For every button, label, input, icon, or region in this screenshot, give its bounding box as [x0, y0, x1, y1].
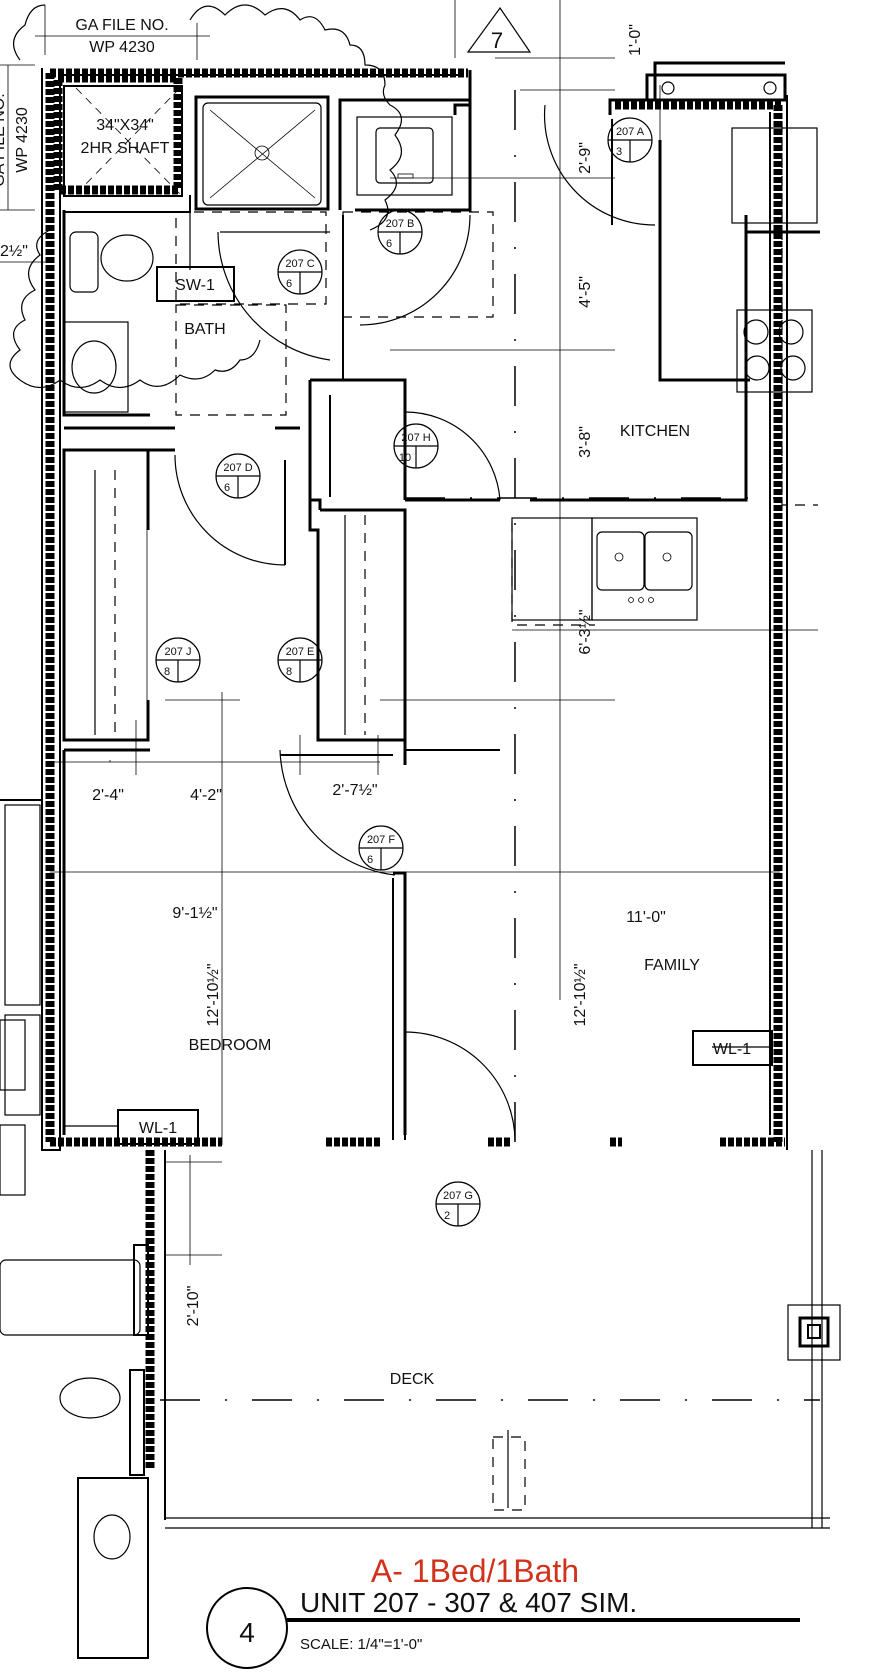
door-tag[interactable]: 207 E 8: [277, 637, 323, 683]
svg-text:SW-1: SW-1: [175, 277, 215, 294]
dim-9-1: 9'-1½": [172, 905, 217, 922]
laundry-closet: [217, 98, 494, 380]
revision-number: 7: [491, 28, 503, 53]
door-tag[interactable]: 207 G 2: [435, 1181, 481, 1227]
dim-12-10-family: 12'-10½": [572, 964, 589, 1027]
svg-text:207 D: 207 D: [223, 462, 252, 474]
door-tag[interactable]: 207 C 6: [277, 249, 323, 295]
dimension-lines: [0, 0, 780, 1265]
svg-text:8: 8: [164, 666, 170, 678]
wall-tag-wl1-family: WL-1: [692, 1030, 773, 1066]
svg-text:6: 6: [224, 482, 230, 494]
svg-text:207 G: 207 G: [443, 1190, 473, 1202]
svg-text:10: 10: [399, 452, 411, 464]
svg-text:6: 6: [286, 278, 292, 290]
unit-type-label: A- 1Bed/1Bath: [371, 1553, 579, 1589]
room-label-family: FAMILY: [644, 957, 700, 974]
dim-6-3: 6'-3½": [577, 609, 594, 654]
drawing-title: UNIT 207 - 307 & 407 SIM.: [300, 1587, 637, 1618]
center-lines: [160, 90, 820, 1401]
svg-text:207 J: 207 J: [165, 646, 192, 658]
exterior-walls: [41, 61, 788, 1470]
svg-text:3: 3: [616, 146, 622, 158]
door-tag[interactable]: 207 B 6: [377, 209, 423, 255]
svg-text:207 B: 207 B: [386, 218, 415, 230]
room-label-deck: DECK: [390, 1371, 435, 1388]
dim-2-10: 2'-10": [185, 1286, 202, 1327]
wall-tag-wl1-bedroom: WL-1: [64, 1109, 199, 1145]
svg-text:WL-1: WL-1: [139, 1120, 177, 1137]
svg-text:207 C: 207 C: [285, 258, 314, 270]
ga-file-number-vertical: WP 4230: [14, 107, 31, 173]
ga-file-label-vertical: GA FILE NO.: [0, 93, 8, 186]
drawing-scale: SCALE: 1/4"=1'-0": [300, 1636, 422, 1653]
svg-text:207 F: 207 F: [367, 834, 395, 846]
room-label-kitchen: KITCHEN: [620, 423, 690, 440]
dim-1-0: 1'-0": [627, 24, 644, 56]
dim-12-10-bedroom: 12'-10½": [205, 964, 222, 1027]
ga-file-number: WP 4230: [89, 39, 155, 56]
revision-triangle: 7: [466, 6, 532, 53]
svg-text:WL-1: WL-1: [713, 1041, 751, 1058]
dim-2-9: 2'-9": [577, 142, 594, 174]
svg-text:8: 8: [286, 666, 292, 678]
shaft-size-label: 34"X34": [96, 117, 154, 134]
dim-4-5: 4'-5": [577, 276, 594, 308]
dimension-labels: 1'-0" 2'-9" 4'-5" 3'-8" 6'-3½" 2'-4" 4'-…: [92, 24, 666, 1326]
deck: [0, 799, 841, 1659]
detail-number: 4: [239, 1617, 255, 1648]
kitchen-fixtures: [511, 85, 820, 631]
dim-11-0: 11'-0": [626, 909, 666, 926]
dim-2-4: 2'-4": [92, 787, 124, 804]
title-block: A- 1Bed/1Bath 4 UNIT 207 - 307 & 407 SIM…: [206, 1553, 800, 1669]
interior-walls: [62, 378, 516, 1141]
door-tag[interactable]: 207 F 6: [358, 825, 404, 871]
svg-text:6: 6: [367, 854, 373, 866]
bathroom-fixtures: [62, 95, 330, 430]
door-tag[interactable]: 207 D 6: [215, 453, 261, 499]
door-tags: 207 A 3 207 B 6 207 C 6 207 D 6 207 H 10 207 …: [155, 117, 653, 1227]
svg-text:207 A: 207 A: [616, 126, 645, 138]
room-label-bath: BATH: [184, 321, 225, 338]
ga-file-label: GA FILE NO.: [75, 17, 168, 34]
shaft: 34"X34" 2HR SHAFT: [53, 73, 183, 197]
dim-3-8: 3'-8": [577, 426, 594, 458]
svg-text:207 E: 207 E: [286, 646, 315, 658]
shaft-rating-label: 2HR SHAFT: [81, 140, 170, 157]
door-tag[interactable]: 207 J 8: [155, 637, 201, 683]
dimension-partial: 2½": [0, 243, 28, 260]
svg-text:6: 6: [386, 238, 392, 250]
door-tag[interactable]: 207 A 3: [607, 117, 653, 163]
wall-tag-sw1: SW-1: [156, 266, 235, 302]
dim-2-7: 2'-7½": [332, 782, 377, 799]
dim-4-2: 4'-2": [190, 787, 222, 804]
svg-text:2: 2: [444, 1210, 450, 1222]
door-tag[interactable]: 207 H 10: [393, 423, 439, 469]
svg-text:207 H: 207 H: [401, 432, 430, 444]
room-label-bedroom: BEDROOM: [189, 1037, 272, 1054]
